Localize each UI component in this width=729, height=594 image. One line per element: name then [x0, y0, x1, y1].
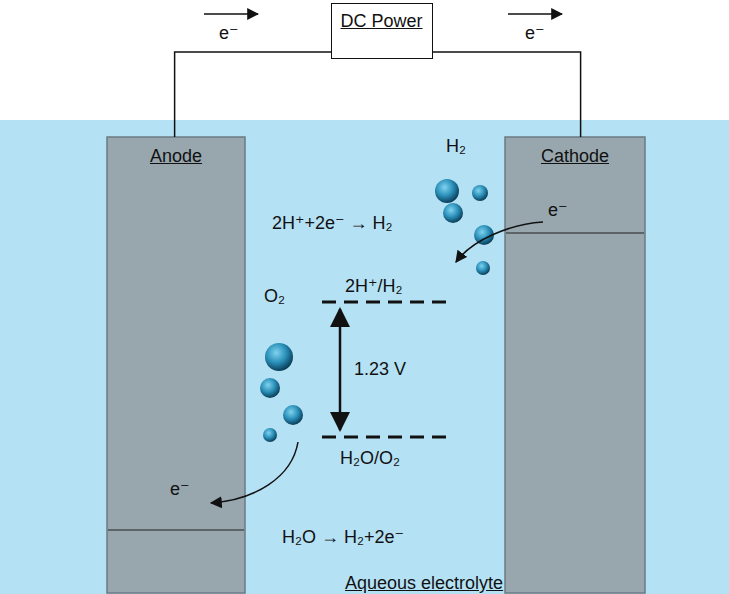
- electron-label: e⁻: [219, 22, 239, 44]
- region-fill: [0, 120, 729, 594]
- region-fill: [505, 137, 645, 593]
- flow-arrow: [508, 13, 562, 15]
- potential-level: [322, 301, 448, 304]
- cathode-electrode: Cathode: [505, 137, 645, 593]
- anode-electrode: Anode: [107, 137, 245, 593]
- power-box: DC Power: [331, 3, 433, 59]
- wire: [433, 52, 581, 137]
- level-label: 2H⁺/H₂: [345, 275, 403, 297]
- node-label: DC Power: [340, 10, 422, 32]
- electrolyte-region: Aqueous electrolyte Anode Cathode: [0, 120, 729, 594]
- oxygen-bubbles: [260, 343, 303, 442]
- voltage-label: 1.23 V: [354, 358, 406, 380]
- electron-arrow: [456, 222, 543, 262]
- node-label: Anode: [150, 145, 202, 167]
- electron-label: e⁻: [525, 22, 545, 44]
- node-label: Aqueous electrolyte: [345, 572, 503, 594]
- potential-level: [322, 436, 448, 439]
- reaction-label: 2H⁺+2e⁻ → H₂: [272, 212, 393, 234]
- hydrogen-bubbles: [435, 179, 494, 275]
- region-fill: [107, 137, 245, 593]
- electrode-line: [108, 529, 244, 530]
- electron-arrow: [211, 442, 298, 503]
- electron-label: e⁻: [170, 478, 190, 500]
- flow-arrow: [204, 13, 258, 15]
- electron-label: e⁻: [548, 199, 568, 221]
- species-label: O₂: [264, 285, 285, 307]
- reaction-label: H₂O → H₂+2e⁻: [282, 526, 404, 548]
- species-label: H₂: [446, 135, 466, 157]
- electrode-line: [506, 232, 644, 233]
- potential-arrow: [339, 309, 342, 430]
- wire: [175, 52, 331, 137]
- level-label: H₂O/O₂: [340, 447, 400, 469]
- node-label: Cathode: [541, 145, 609, 167]
